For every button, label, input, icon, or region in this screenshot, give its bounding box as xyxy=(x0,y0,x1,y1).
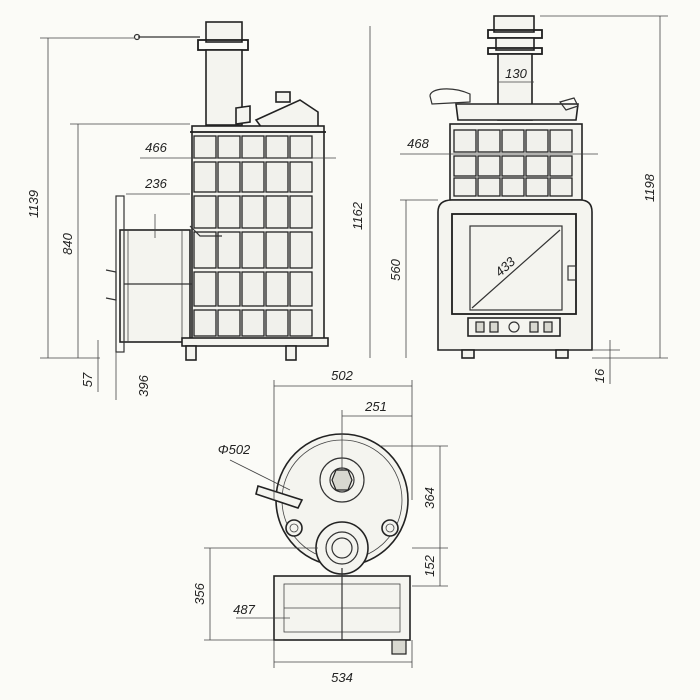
front-chimney-cap xyxy=(493,15,535,33)
plan-handle xyxy=(255,484,304,509)
side-base-plate xyxy=(181,337,329,347)
front-door-frame xyxy=(451,213,577,315)
dim-plan-tank-width: 487 xyxy=(233,602,255,617)
plan-view xyxy=(204,380,448,668)
plan-fitting-right xyxy=(381,519,399,537)
dim-plan-width: 502 xyxy=(331,368,353,383)
front-handle xyxy=(429,88,471,105)
plan-tank-tap xyxy=(391,639,407,655)
front-door-handle xyxy=(567,265,577,281)
side-tank-tap xyxy=(105,269,117,301)
side-view xyxy=(40,21,371,400)
side-tank-pipe xyxy=(189,225,222,237)
dim-plan-total-width: 534 xyxy=(331,670,353,685)
front-door-glass xyxy=(469,225,563,311)
front-diag-line xyxy=(471,229,561,309)
side-water-tank xyxy=(119,229,191,343)
dim-side-body-height: 840 xyxy=(60,232,75,254)
front-firebox-housing xyxy=(437,199,593,351)
dim-front-pipe: 130 xyxy=(505,66,527,81)
side-stone-grid xyxy=(193,135,313,337)
side-chimney-cap xyxy=(205,21,243,43)
front-leg-right xyxy=(555,349,569,359)
dim-front-door-height: 560 xyxy=(388,258,403,280)
side-leg-left xyxy=(185,345,197,361)
dim-plan-depth-b: 152 xyxy=(422,554,437,576)
dim-front-foot: 16 xyxy=(592,368,607,383)
side-lid-knob xyxy=(275,91,291,103)
dim-side-stone-width: 466 xyxy=(145,140,167,155)
side-top-lid xyxy=(254,99,319,129)
dim-front-stone-width: 468 xyxy=(407,136,429,151)
dim-plan-half: 251 xyxy=(364,399,387,414)
dim-front-total-height: 1198 xyxy=(642,173,657,202)
plan-chimney-grate xyxy=(331,469,353,491)
dim-side-tank-width: 236 xyxy=(144,176,167,191)
front-leg-left xyxy=(461,349,475,359)
plan-fitting-left xyxy=(285,519,303,537)
side-top-valve xyxy=(235,105,251,125)
front-top-tray xyxy=(455,103,579,121)
plan-firebox-outer xyxy=(315,521,369,575)
dim-side-middle-height: 1162 xyxy=(350,201,365,230)
dim-side-total-height: 1139 xyxy=(26,190,41,218)
dim-plan-diameter: Φ502 xyxy=(218,442,251,457)
dim-side-foot: 57 xyxy=(80,372,95,387)
side-leg-right xyxy=(285,345,297,361)
front-view xyxy=(400,15,668,384)
front-stone-grid xyxy=(453,129,573,197)
dim-plan-tank-depth: 356 xyxy=(192,582,207,604)
dim-plan-depth-a: 364 xyxy=(422,487,437,509)
dim-side-tank-offset: 396 xyxy=(136,374,151,396)
side-handle-knob xyxy=(133,33,141,41)
